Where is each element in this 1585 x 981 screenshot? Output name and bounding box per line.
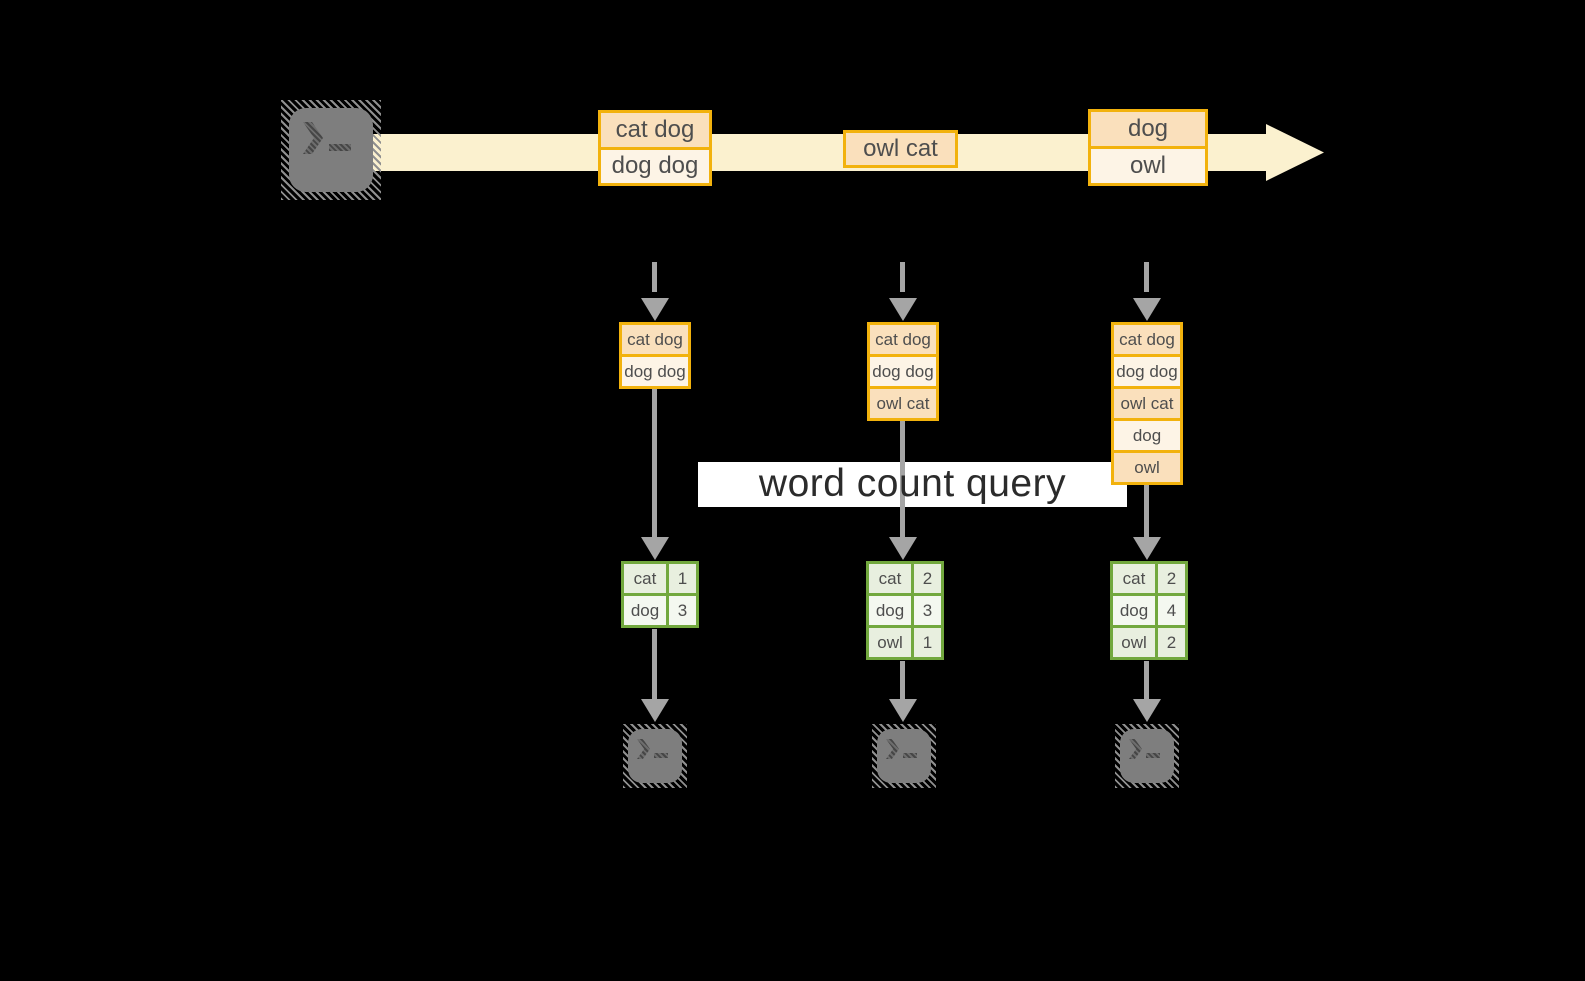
terminal-window	[628, 729, 682, 783]
stream-word: owl	[1091, 146, 1205, 183]
word-cell: cat	[869, 564, 914, 593]
line-item: dog	[1114, 418, 1180, 450]
line-item: owl cat	[870, 386, 936, 418]
word-cell: cat	[624, 564, 669, 593]
sink-terminal-icon	[1115, 724, 1179, 788]
query-label: word count query	[758, 461, 1067, 505]
table-row: cat 2	[1113, 564, 1185, 593]
prompt-underscore-icon	[329, 144, 351, 151]
stream-arrow-head	[1266, 124, 1324, 181]
dashed-arrow-head	[889, 298, 917, 321]
count-cell: 4	[1158, 596, 1185, 625]
down-arrow-head	[641, 537, 669, 560]
table-row: dog 3	[869, 593, 941, 625]
query-label-background	[698, 462, 1127, 507]
line-item: dog dog	[622, 354, 688, 386]
down-arrow-line	[652, 629, 657, 699]
count-cell: 1	[914, 628, 941, 657]
table-row: cat 2	[869, 564, 941, 593]
sink-terminal-icon	[623, 724, 687, 788]
down-arrow-line	[1144, 661, 1149, 699]
terminal-window	[289, 108, 373, 192]
terminal-window	[877, 729, 931, 783]
line-item: dog dog	[870, 354, 936, 386]
word-count-table: cat 1 dog 3	[621, 561, 699, 628]
word-count-table: cat 2 dog 3 owl 1	[866, 561, 944, 660]
stream-batch: owl cat	[843, 130, 958, 168]
down-arrow-head	[889, 699, 917, 722]
line-item: dog dog	[1114, 354, 1180, 386]
line-item: cat dog	[1114, 325, 1180, 354]
down-arrow-line	[652, 389, 657, 538]
down-arrow-line	[1144, 483, 1149, 537]
word-cell: owl	[1113, 628, 1158, 657]
prompt-chevron-icon	[303, 122, 323, 154]
table-row: dog 3	[624, 593, 696, 625]
stream-word: dog dog	[601, 146, 709, 183]
count-cell: 2	[1158, 628, 1185, 657]
down-arrow-head	[1133, 537, 1161, 560]
word-cell: cat	[1113, 564, 1158, 593]
dashed-arrow-head	[1133, 298, 1161, 321]
dashed-arrow-line	[900, 262, 905, 292]
table-row: owl 2	[1113, 625, 1185, 657]
lines-stack: cat dog dog dog	[619, 322, 691, 389]
word-count-table: cat 2 dog 4 owl 2	[1110, 561, 1188, 660]
dashed-arrow-line	[652, 262, 657, 292]
prompt-underscore-icon	[654, 753, 668, 758]
count-cell: 3	[669, 596, 696, 625]
source-terminal-icon	[281, 100, 381, 200]
line-item: owl	[1114, 450, 1180, 482]
stream-word: owl cat	[846, 133, 955, 165]
word-cell: dog	[1113, 596, 1158, 625]
word-cell: owl	[869, 628, 914, 657]
stream-batch: dog owl	[1088, 109, 1208, 186]
dashed-arrow-head	[641, 298, 669, 321]
line-item: owl cat	[1114, 386, 1180, 418]
down-arrow-head	[889, 537, 917, 560]
word-cell: dog	[624, 596, 669, 625]
line-item: cat dog	[622, 325, 688, 354]
dashed-arrow-line	[1144, 262, 1149, 292]
count-cell: 2	[914, 564, 941, 593]
lines-stack: cat dog dog dog owl cat	[867, 322, 939, 421]
table-row: cat 1	[624, 564, 696, 593]
sink-terminal-icon	[872, 724, 936, 788]
prompt-chevron-icon	[1129, 739, 1142, 759]
prompt-underscore-icon	[1146, 753, 1160, 758]
stream-word: dog	[1091, 112, 1205, 146]
word-cell: dog	[869, 596, 914, 625]
table-row: owl 1	[869, 625, 941, 657]
down-arrow-line	[900, 661, 905, 699]
prompt-underscore-icon	[903, 753, 917, 758]
count-cell: 2	[1158, 564, 1185, 593]
prompt-chevron-icon	[637, 739, 650, 759]
prompt-chevron-icon	[886, 739, 899, 759]
table-row: dog 4	[1113, 593, 1185, 625]
count-cell: 1	[669, 564, 696, 593]
count-cell: 3	[914, 596, 941, 625]
lines-stack: cat dog dog dog owl cat dog owl	[1111, 322, 1183, 485]
down-arrow-head	[1133, 699, 1161, 722]
down-arrow-line	[900, 419, 905, 537]
terminal-window	[1120, 729, 1174, 783]
line-item: cat dog	[870, 325, 936, 354]
down-arrow-head	[641, 699, 669, 722]
stream-batch: cat dog dog dog	[598, 110, 712, 186]
stream-word: cat dog	[601, 113, 709, 147]
